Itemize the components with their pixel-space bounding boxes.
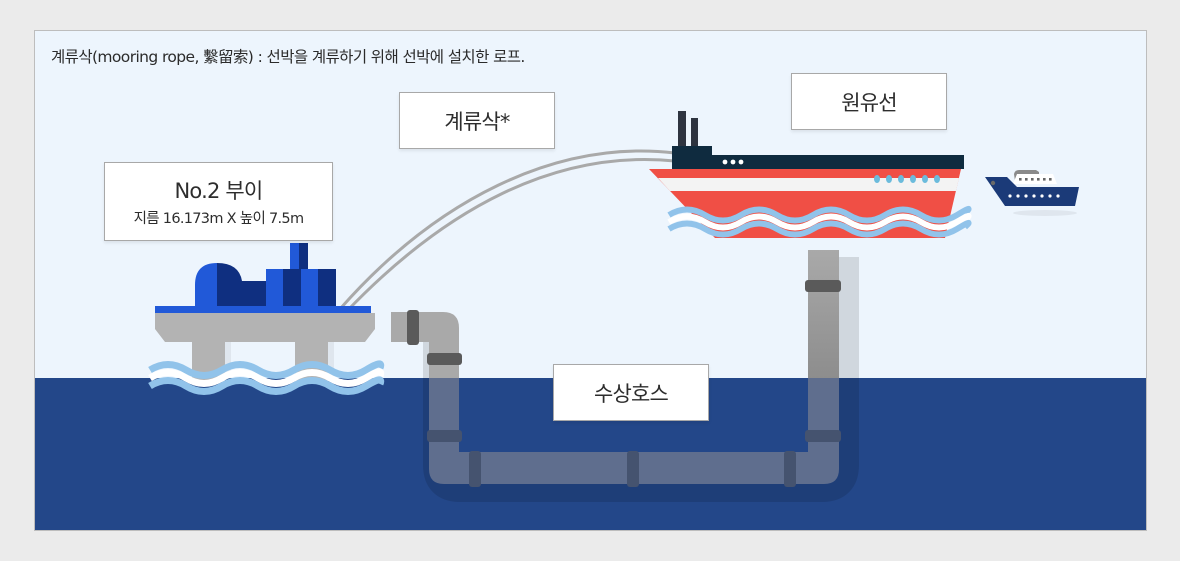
mooring-rope-label: 계류삭* <box>399 92 555 149</box>
hose-clamp <box>407 310 419 345</box>
hose-clamp <box>427 430 462 442</box>
buoy-platform <box>155 243 375 382</box>
hose-clamp <box>469 451 481 487</box>
hose-clamp <box>427 353 462 365</box>
hose-clamp <box>805 280 841 292</box>
diagram-panel: 계류삭(mooring rope, 繫留索) : 선박을 계류하기 위해 선박에… <box>34 30 1147 531</box>
buoy-label-spec: 지름 16.173m X 높이 7.5m <box>133 211 304 227</box>
hose-underwater <box>429 378 839 484</box>
mooring-rope-label-text: 계류삭* <box>444 109 510 134</box>
hose-clamp <box>805 430 841 442</box>
floating-hose-label-text: 수상호스 <box>593 381 669 406</box>
scene <box>35 111 1146 530</box>
hose-riser <box>808 250 839 378</box>
floating-hose <box>391 250 859 502</box>
buoy-label-title: No.2 부이 <box>174 179 264 203</box>
hose-clamp <box>784 451 796 487</box>
tanker-waves <box>667 206 972 238</box>
small-ship <box>985 170 1079 216</box>
floating-hose-label: 수상호스 <box>553 364 709 421</box>
buoy-label: No.2 부이 지름 16.173m X 높이 7.5m <box>104 162 333 241</box>
crude-carrier-label: 원유선 <box>791 73 947 130</box>
buoy-waves <box>148 360 385 395</box>
hose-clamp <box>627 451 639 487</box>
crude-carrier-label-text: 원유선 <box>841 90 897 115</box>
mooring-rope <box>338 149 676 313</box>
mooring-rope-definition: 계류삭(mooring rope, 繫留索) : 선박을 계류하기 위해 선박에… <box>51 48 525 66</box>
